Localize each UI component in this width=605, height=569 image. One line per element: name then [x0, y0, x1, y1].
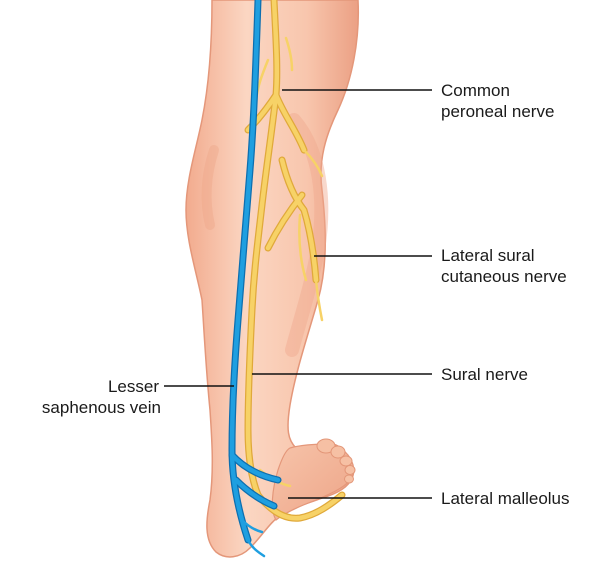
label-line: cutaneous nerve [441, 266, 567, 287]
label-line: Common [441, 80, 554, 101]
label-line: Lateral malleolus [441, 488, 570, 509]
label-lesser-saphenous-vein: Lesser saphenous vein [42, 376, 161, 418]
label-lateral-sural-cutaneous-nerve: Lateral sural cutaneous nerve [441, 245, 567, 287]
label-common-peroneal-nerve: Common peroneal nerve [441, 80, 554, 122]
label-line: peroneal nerve [441, 101, 554, 122]
label-sural-nerve: Sural nerve [441, 364, 528, 385]
label-line: Lesser [42, 376, 161, 397]
label-line: Sural nerve [441, 364, 528, 385]
label-lateral-malleolus: Lateral malleolus [441, 488, 570, 509]
label-line: Lateral sural [441, 245, 567, 266]
label-line: saphenous vein [42, 397, 161, 418]
